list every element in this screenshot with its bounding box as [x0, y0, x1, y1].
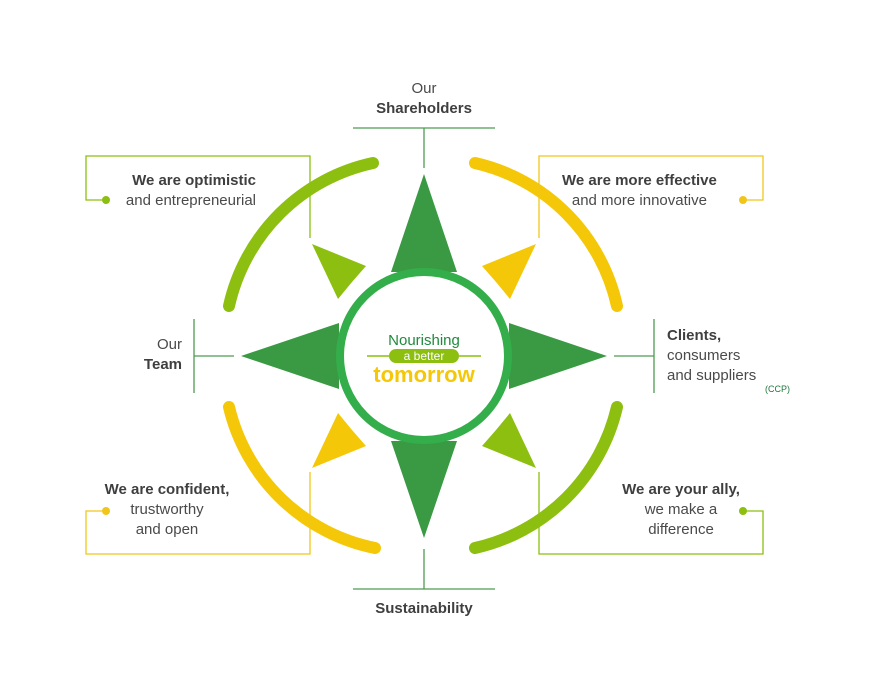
- compass-point-south: [391, 441, 457, 538]
- value-top-right-line2: and more innovative: [571, 192, 707, 209]
- axis-bottom-label: Sustainability: [354, 599, 494, 619]
- axis-bottom-line1: Sustainability: [375, 600, 473, 617]
- center-pill: [389, 349, 459, 363]
- axis-left-line1: Our: [156, 336, 182, 353]
- axis-right-line1: Clients,: [667, 327, 722, 344]
- axis-right-label: Clients, consumers and suppliers: [667, 326, 756, 386]
- arc-top-left: [223, 157, 379, 312]
- connector-bottom-right: [538, 472, 764, 555]
- axis-right-line3: and suppliers: [667, 367, 757, 384]
- connector-top-left: [85, 155, 311, 238]
- arc-bottom-right: [469, 401, 623, 554]
- center-a-better: a better: [404, 349, 445, 363]
- center-nourishing: Nourishing: [388, 332, 460, 349]
- axis-right-line2: consumers: [667, 347, 741, 364]
- value-bottom-right-bold: We are your ally,: [622, 481, 740, 498]
- axis-right-sub: (CCP): [765, 384, 790, 394]
- kite-north-east: [482, 244, 536, 299]
- value-bottom-left-line2: trustworthy: [130, 501, 204, 518]
- kite-south-east: [482, 413, 536, 468]
- value-top-right: We are more effective and more innovativ…: [562, 171, 717, 211]
- axis-top-line2: Shareholders: [376, 100, 472, 117]
- center-tomorrow: tomorrow: [373, 362, 475, 387]
- value-bottom-left-line3: and open: [135, 521, 199, 538]
- value-top-left-line2: and entrepreneurial: [125, 192, 256, 209]
- dot-bottom-left: [102, 507, 110, 515]
- connector-top-right: [538, 155, 764, 238]
- value-bottom-left-bold: We are confident,: [104, 481, 230, 498]
- arc-bottom-left: [223, 401, 381, 554]
- kite-south-west: [312, 413, 366, 468]
- compass-point-north: [391, 174, 457, 272]
- dot-bottom-right: [739, 507, 747, 515]
- compass-point-east: [509, 323, 607, 389]
- dot-top-left: [102, 196, 110, 204]
- value-top-left-bold: We are optimistic: [132, 172, 256, 189]
- compass-point-west: [241, 323, 339, 389]
- value-top-left: We are optimistic and entrepreneurial: [100, 171, 256, 211]
- kite-north-west: [312, 244, 366, 299]
- arc-top-right: [469, 157, 623, 312]
- value-bottom-left: We are confident, trustworthy and open: [96, 480, 238, 540]
- axis-top-label: Our Shareholders: [354, 79, 494, 119]
- axis-top-line1: Our: [411, 80, 437, 97]
- value-bottom-right-line3: difference: [648, 521, 714, 538]
- value-top-right-bold: We are more effective: [562, 172, 717, 189]
- dot-top-right: [739, 196, 747, 204]
- value-bottom-right-line2: we make a: [644, 501, 718, 518]
- connector-bottom-left: [85, 472, 311, 555]
- value-bottom-right: We are your ally, we make a difference: [614, 480, 748, 540]
- axis-left-label: Our Team: [100, 335, 182, 375]
- axis-left-line2: Team: [143, 356, 182, 373]
